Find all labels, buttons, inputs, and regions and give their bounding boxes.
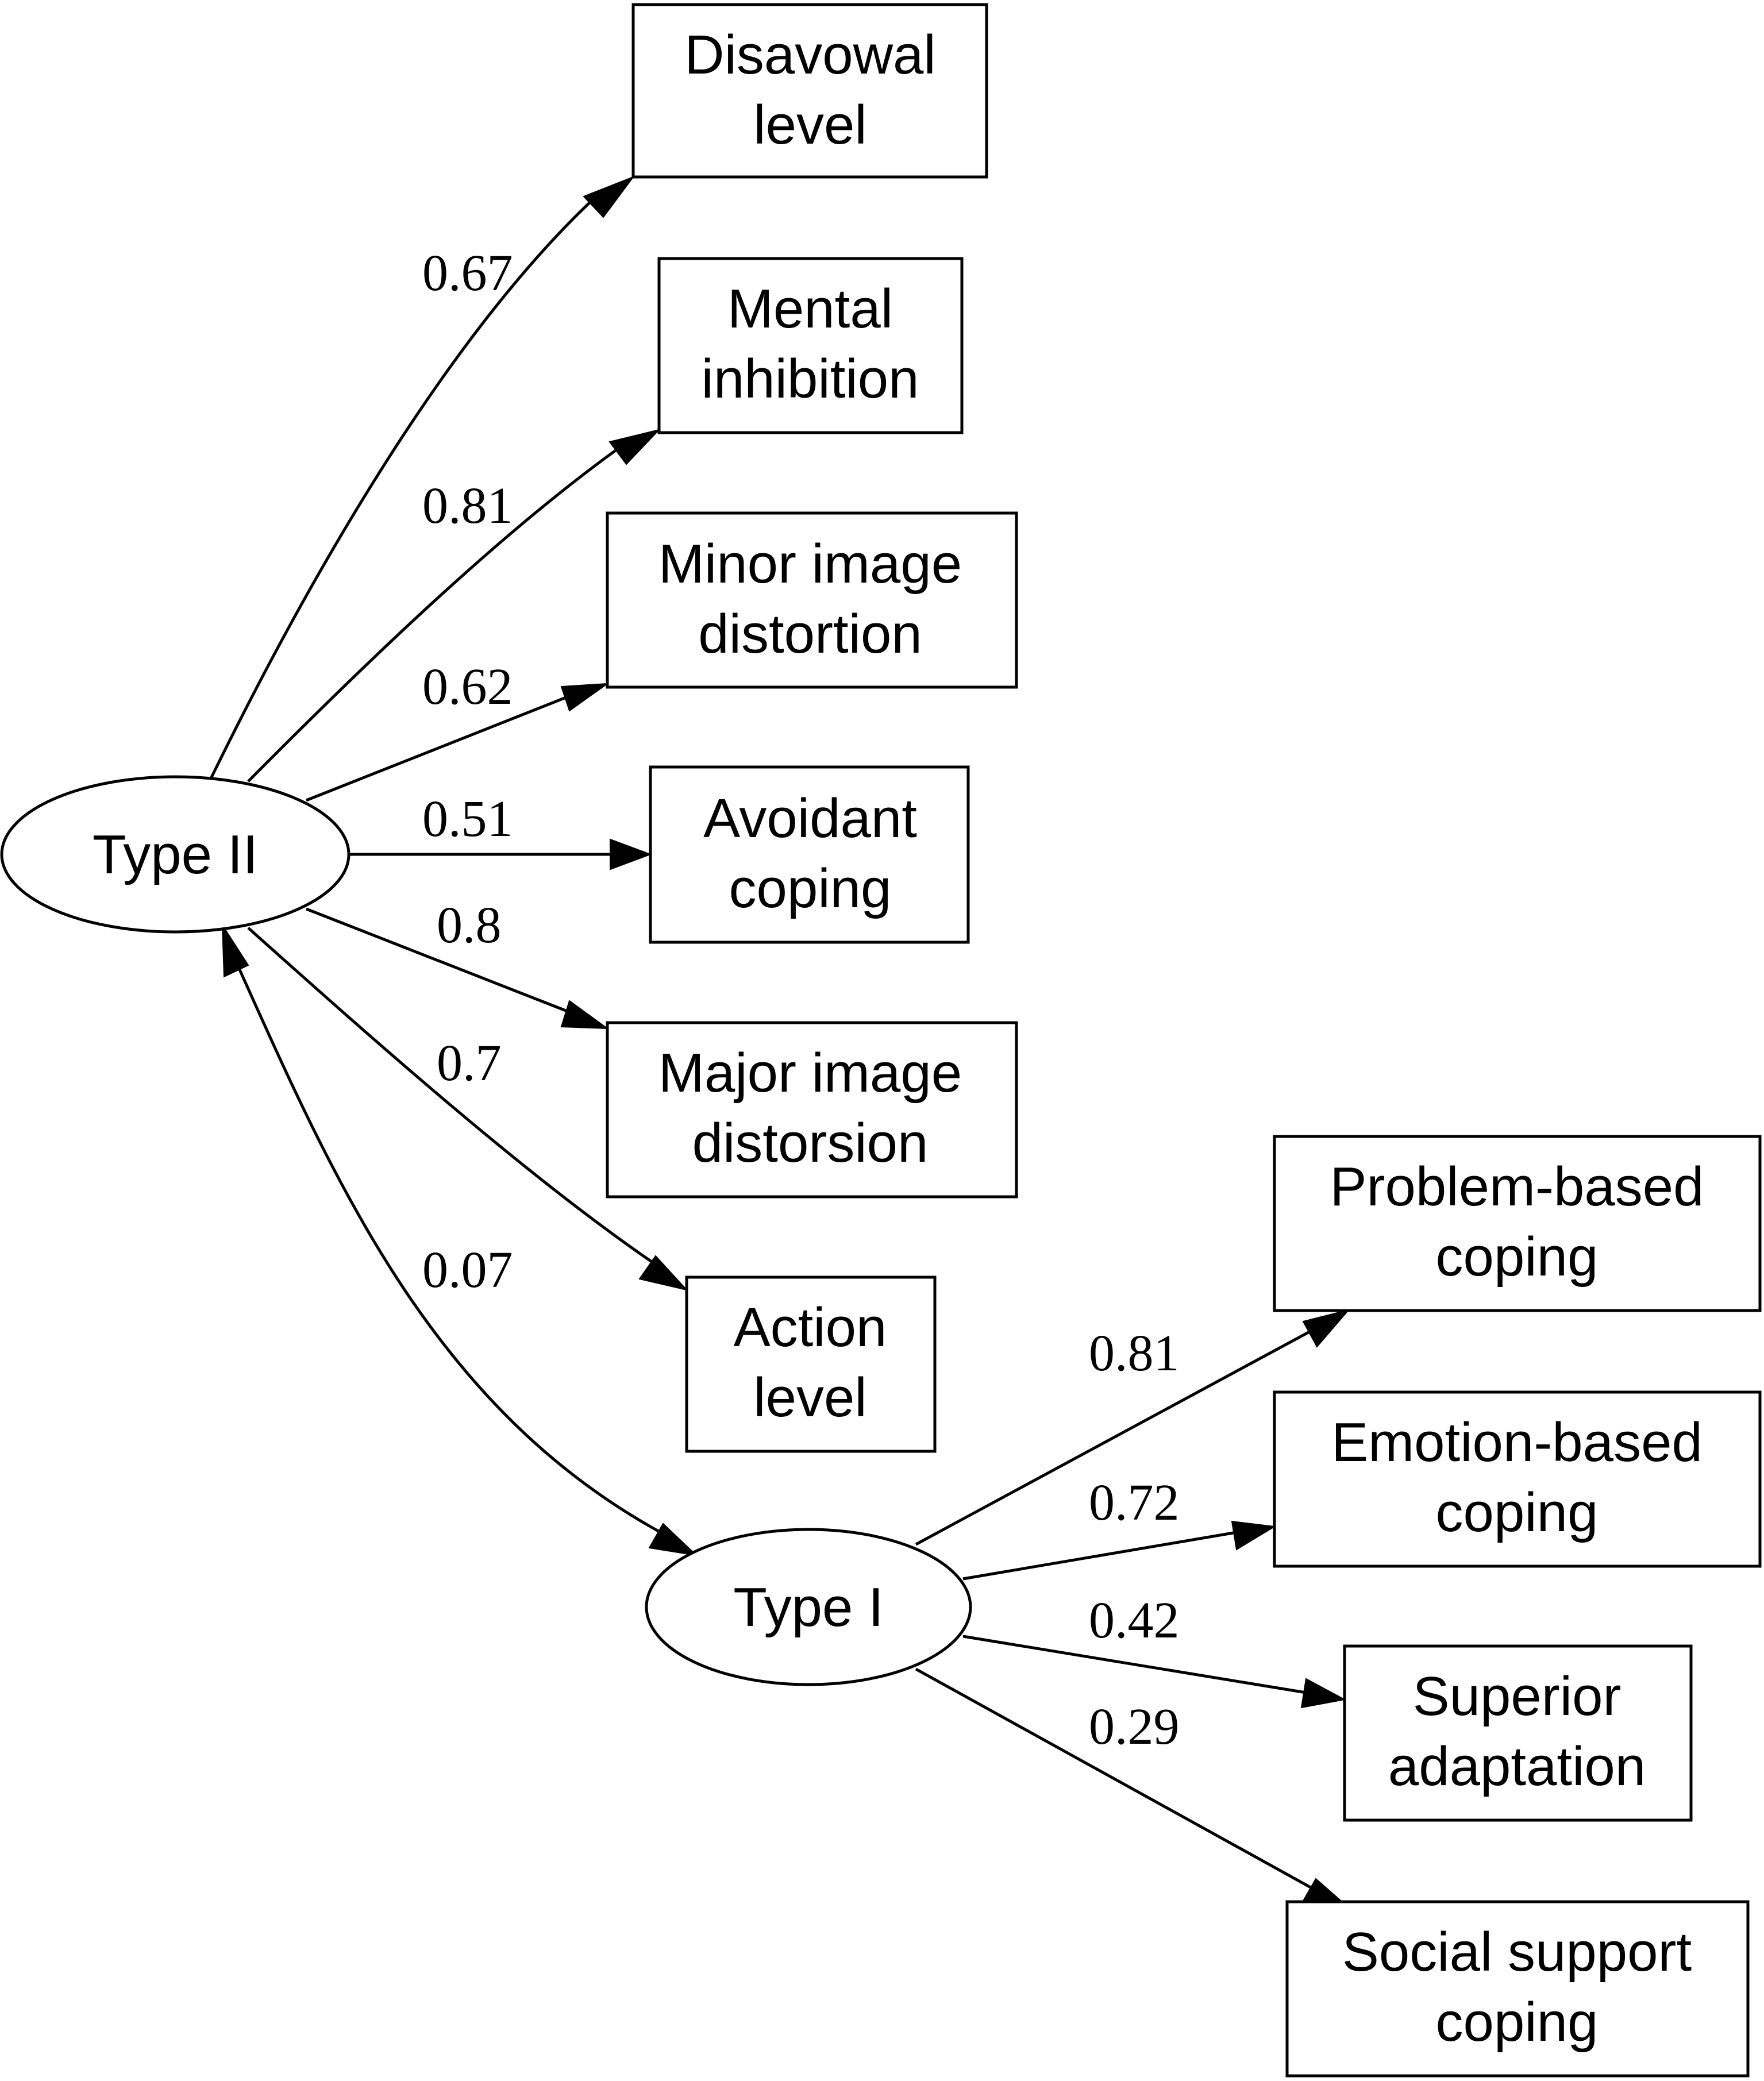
loading-superior: 0.42 (1089, 1592, 1180, 1649)
edge-type-ii-to-action (247, 927, 656, 1266)
indicator-superior-line1: Superior (1413, 1666, 1622, 1727)
latent-type-ii-shape (0, 775, 351, 934)
edge-type-ii-to-mental (247, 442, 626, 783)
edge-type-ii-to-disavowal (209, 191, 602, 780)
arrowhead-emotion (1231, 1520, 1276, 1551)
edge-labels: 0.67 0.81 0.62 0.51 0.8 0.7 0.07 0.81 0.… (422, 245, 1180, 1755)
arrowhead-action (638, 1255, 688, 1291)
indicator-mental: Mental inhibition (657, 257, 964, 434)
indicator-major-line1: Major image (658, 1042, 962, 1104)
indicator-minor-line2: distortion (698, 603, 922, 665)
arrowhead-superior (1300, 1678, 1346, 1709)
indicator-major-line2: distorsion (692, 1112, 929, 1174)
loading-disavowal: 0.67 (422, 245, 513, 302)
arrowhead-minor (560, 683, 610, 712)
latent-type-i-shape (645, 1528, 972, 1686)
indicator-emotion-line1: Emotion-based (1331, 1412, 1703, 1473)
indicator-social: Social support coping (1285, 1900, 1750, 2078)
edge-type-i-to-emotion (962, 1530, 1241, 1581)
indicator-social-box (1285, 1900, 1750, 2078)
indicator-avoidant-box (649, 765, 970, 944)
indicator-problem-box (1273, 1135, 1762, 1312)
indicator-social-line2: coping (1436, 1991, 1599, 2053)
indicator-superior-line2: adaptation (1388, 1736, 1646, 1797)
latent-type-ii: Type II (0, 775, 351, 934)
indicator-avoidant-line1: Avoidant (703, 788, 917, 849)
edges (209, 175, 1350, 1909)
indicator-major: Major image distorsion (606, 1021, 1018, 1198)
edge-covariance (234, 959, 665, 1536)
arrowhead-avoidant (610, 838, 652, 870)
arrowhead-disavowal (583, 175, 635, 218)
indicator-disavowal-line1: Disavowal (684, 24, 935, 86)
indicator-mental-line2: inhibition (702, 348, 919, 410)
edge-type-ii-to-minor (306, 692, 575, 802)
indicator-minor-box (606, 511, 1018, 689)
loading-action: 0.7 (437, 1035, 502, 1092)
arrowhead-mental (608, 429, 661, 465)
loading-covariance: 0.07 (422, 1242, 513, 1298)
indicator-minor-line1: Minor image (658, 533, 962, 595)
indicator-emotion-box (1273, 1390, 1762, 1568)
indicator-disavowal-line2: level (753, 94, 866, 156)
indicator-problem-line1: Problem-based (1330, 1156, 1704, 1217)
indicator-problem: Problem-based coping (1273, 1135, 1762, 1312)
loading-avoidant: 0.51 (422, 791, 513, 847)
loading-emotion: 0.72 (1089, 1474, 1180, 1531)
indicator-mental-line1: Mental (727, 278, 893, 340)
indicator-disavowal-box (631, 3, 988, 179)
latent-type-ii-label: Type II (93, 824, 258, 885)
edge-type-ii-to-major (306, 907, 575, 1016)
arrowhead-major (560, 1000, 610, 1030)
indicator-minor: Minor image distortion (606, 511, 1018, 689)
loading-minor: 0.62 (422, 658, 513, 715)
latent-type-i: Type I (645, 1528, 972, 1686)
indicator-disavowal: Disavowal level (631, 3, 988, 179)
indicator-social-line1: Social support (1342, 1921, 1692, 1983)
indicator-emotion-line2: coping (1436, 1482, 1599, 1543)
loading-mental: 0.81 (422, 477, 513, 534)
arrowhead-covariance-type-ii (221, 923, 249, 978)
loading-problem: 0.81 (1089, 1325, 1180, 1382)
indicator-problem-line2: coping (1436, 1226, 1599, 1288)
indicator-superior-box (1343, 1644, 1693, 1822)
indicator-avoidant-line2: coping (729, 858, 892, 919)
edge-type-i-to-problem (915, 1327, 1317, 1546)
edge-type-i-to-social (915, 1667, 1317, 1892)
indicator-avoidant: Avoidant coping (649, 765, 970, 944)
indicator-action: Action level (685, 1275, 937, 1453)
indicator-action-box (685, 1275, 937, 1453)
loading-social: 0.29 (1089, 1698, 1180, 1755)
indicator-major-box (606, 1021, 1018, 1198)
indicator-mental-box (657, 257, 964, 434)
indicator-action-line2: level (753, 1367, 866, 1428)
indicator-action-line1: Action (734, 1297, 887, 1358)
edge-type-i-to-superior (962, 1635, 1314, 1695)
indicator-emotion: Emotion-based coping (1273, 1390, 1762, 1568)
arrowhead-problem (1302, 1309, 1350, 1348)
indicator-superior: Superior adaptation (1343, 1644, 1693, 1822)
arrowhead-covariance-type-i (648, 1523, 699, 1556)
latent-type-i-label: Type I (733, 1577, 883, 1638)
loading-major: 0.8 (437, 897, 502, 954)
